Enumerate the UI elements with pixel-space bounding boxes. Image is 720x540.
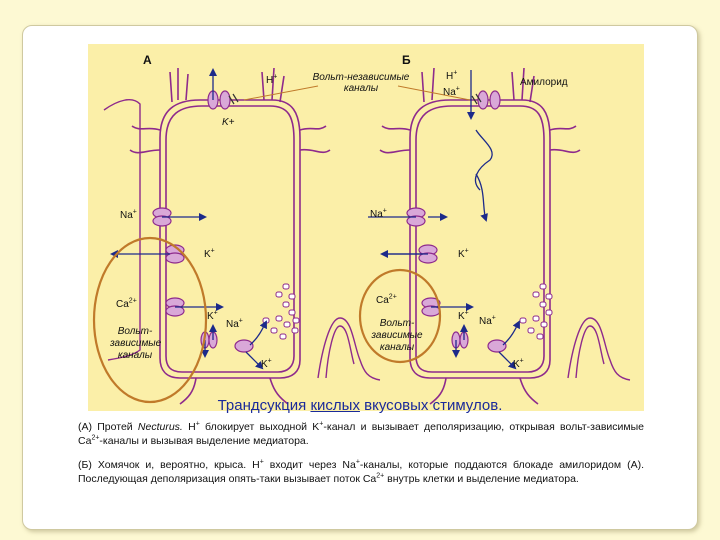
panel-a-na-low-label: Na+ xyxy=(226,317,243,330)
center-label: Вольт-независимые каналы xyxy=(312,72,410,94)
panel-a-ca-label: Ca2+ xyxy=(116,297,137,310)
cell-b-basal-channel-1 xyxy=(451,331,469,349)
panel-b-h-label: H+ xyxy=(446,69,458,82)
cell-b-apical-na-channel xyxy=(477,90,501,110)
cell-a-block-mark xyxy=(228,93,239,105)
cell-a-membrane-outer xyxy=(159,99,301,379)
panel-a-letter: А xyxy=(143,53,152,67)
panel-b-na-label: Na+ xyxy=(370,207,387,220)
panel-a-k-apical-label: K+ xyxy=(222,117,235,128)
arrow-b-release xyxy=(502,320,520,346)
panel-b-amiloride-label: Амилорид xyxy=(520,77,568,88)
arrow-b-basal-down xyxy=(498,351,517,370)
cell-b-membrane-outer xyxy=(409,99,551,379)
panel-a-k-low-label: K+ xyxy=(207,309,218,322)
cell-a-k-channel xyxy=(165,244,185,264)
cell-b-membrane-inner xyxy=(415,105,545,373)
panel-b-volt-channels-label: Вольт-зависимые каналы xyxy=(371,318,423,353)
cell-b-basal-channel-2 xyxy=(487,339,507,353)
pointer-line-b xyxy=(397,85,471,101)
description-a: (А) Протей Necturus. H+ блокирует выходн… xyxy=(78,420,645,447)
panel-b-ca-label: Ca2+ xyxy=(376,293,397,306)
cell-a xyxy=(129,67,331,405)
panel-b-na-top-label: Na+ xyxy=(443,85,460,98)
arrow-a-release xyxy=(249,320,267,346)
synapse-process-a xyxy=(317,317,381,381)
panel-a-h-label: H+ xyxy=(266,73,278,86)
cell-b-block-mark xyxy=(471,93,482,105)
description-b: (Б) Хомячок и, вероятно, крыса. H+ входи… xyxy=(78,458,644,485)
cell-a-na-channel xyxy=(152,207,172,227)
panel-a-volt-channels-label: Вольт-зависимые каналы xyxy=(110,326,162,361)
panel-a-na-label: Na+ xyxy=(120,208,137,221)
cell-a-membrane-inner xyxy=(165,105,295,373)
arrow-b-depolarization xyxy=(474,129,493,191)
voltage-channel-circle-b xyxy=(358,268,442,364)
adjacent-cell-left-a xyxy=(103,99,141,361)
panel-a-k-bottom-label: K+ xyxy=(261,357,272,370)
panel-a-k-mid-label: K+ xyxy=(204,247,215,260)
panel-b-letter: Б xyxy=(402,53,411,67)
cell-b-k-channel xyxy=(418,244,438,264)
figure-panel xyxy=(88,44,644,411)
voltage-channel-circle-a xyxy=(92,236,208,404)
cell-a-ca-channel xyxy=(165,297,185,317)
figure-caption: Трандсукция кислых вкусовых стимулов. xyxy=(217,397,503,414)
panel-b-k-low-label: K+ xyxy=(458,309,469,322)
panel-b-k-mid-label: K+ xyxy=(458,247,469,260)
cell-b-vesicles xyxy=(519,283,553,340)
panel-b-na-low-label: Na+ xyxy=(479,314,496,327)
arrow-a-basal-down xyxy=(245,351,264,370)
cell-b-na-channel xyxy=(406,207,426,227)
cell-a-basal-channel-2 xyxy=(234,339,254,353)
cell-b xyxy=(379,67,581,405)
synapse-process-b xyxy=(567,317,631,381)
pointer-line-a xyxy=(243,85,319,101)
panel-b-k-bottom-label: K+ xyxy=(513,357,524,370)
